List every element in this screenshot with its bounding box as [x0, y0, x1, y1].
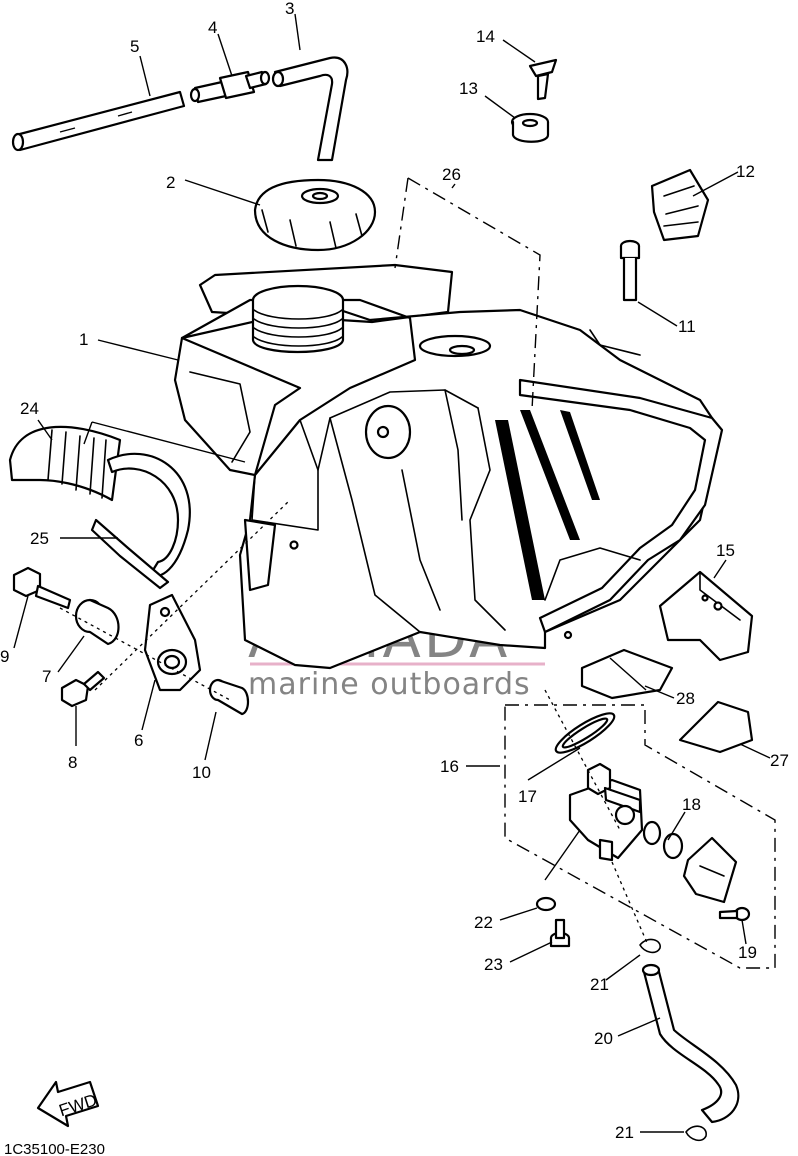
clip-12	[650, 168, 710, 242]
callout-14: 14	[476, 27, 495, 46]
bolt-11	[619, 239, 641, 302]
bolt-8	[60, 670, 106, 708]
fuel-hose	[641, 963, 740, 1124]
callout-12: 12	[736, 162, 755, 181]
bolt-9	[12, 566, 72, 610]
fuel-cock-assembly	[504, 704, 776, 969]
collar-13	[510, 112, 550, 143]
band-25	[90, 452, 191, 590]
clamp-21-upper	[639, 938, 661, 954]
straight-hose	[11, 90, 186, 152]
callout-15: 15	[716, 541, 735, 560]
callout-7: 7	[42, 667, 51, 686]
callout-5: 5	[130, 37, 139, 56]
callout-4: 4	[208, 18, 217, 37]
callout-23: 23	[484, 955, 503, 974]
assembly-line-8	[94, 499, 291, 691]
graphic-decal-outline	[394, 177, 541, 411]
fuel-tank-body	[173, 263, 724, 670]
callout-20: 20	[594, 1029, 613, 1048]
tank-strap	[8, 425, 122, 502]
callout-11: 11	[678, 317, 696, 336]
callout-2: 2	[166, 173, 175, 192]
callout-16: 16	[440, 757, 459, 776]
damper-7	[74, 598, 120, 646]
callout-9: 9	[0, 647, 9, 666]
callout-28: 28	[676, 689, 695, 708]
callout-21b: 21	[615, 1123, 634, 1142]
callout-27: 27	[770, 751, 789, 770]
screw-14	[528, 58, 558, 101]
collar-10	[208, 678, 250, 716]
callout-17: 17	[518, 787, 537, 806]
bracket-6	[143, 593, 202, 692]
check-valve	[189, 70, 271, 104]
fwd-arrow-icon: FWD	[36, 1080, 99, 1128]
callout-22: 22	[474, 913, 493, 932]
diagram-code: 1C35100-E230	[4, 1141, 105, 1156]
callout-1: 1	[79, 330, 88, 349]
leader-lines	[13, 13, 771, 1133]
assembly-line-9	[59, 607, 231, 701]
callout-19: 19	[738, 943, 757, 962]
callout-3: 3	[285, 0, 294, 18]
pad-27	[678, 700, 754, 754]
filler-cap	[253, 178, 377, 252]
callout-8: 8	[68, 753, 77, 772]
callout-13: 13	[459, 79, 478, 98]
bracket-15	[658, 570, 754, 662]
callout-10: 10	[192, 763, 211, 782]
callout-24: 24	[20, 399, 39, 418]
screw-19	[718, 906, 751, 922]
callout-25: 25	[30, 529, 49, 548]
assembly-line-16	[544, 689, 621, 831]
watermark-tagline: marine outboards	[248, 667, 531, 702]
callout-26: 26	[442, 165, 461, 184]
callout-labels: 1 2 3 4 5 6 7 8 9 10 11 12 13 14 15 16 1…	[0, 0, 789, 1142]
assembly-line-21	[611, 861, 649, 946]
washer-22	[535, 896, 557, 912]
clamp-21-lower	[685, 1125, 707, 1142]
breather-hose	[271, 56, 349, 162]
callout-21a: 21	[590, 975, 609, 994]
callout-18: 18	[682, 795, 701, 814]
screw-23	[549, 918, 571, 948]
callout-6: 6	[134, 731, 143, 750]
